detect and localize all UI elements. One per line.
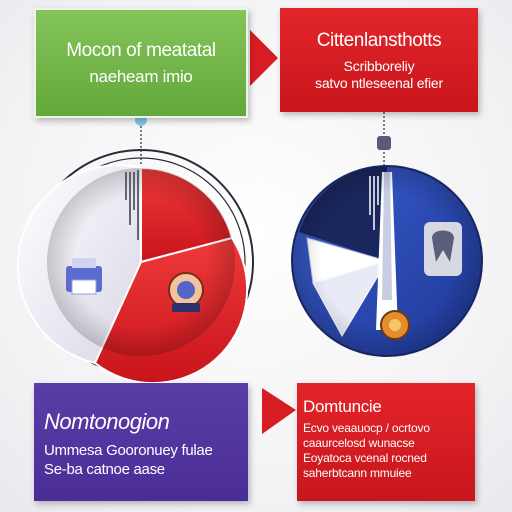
panel-title: Mocon of meatatal [66,40,216,61]
panel-top-left: Mocon of meatatal naeheam imio [34,8,248,118]
panel-text: naeheam imio [89,66,193,86]
printer-icon [66,258,102,295]
panel-text: Ecvo veaauocp / ocrtovo caaurcelosd wuna… [303,420,430,480]
panel-title: Cittenlansthotts [316,30,442,51]
arrow-bottom [262,388,296,434]
panel-bottom-left: Nomtonogion Ummesa Gooronuey fulae Se-ba… [34,383,248,501]
left-pie-slice-red-upper [140,166,234,264]
sun-icon [380,310,410,340]
panel-top-right: Cittenlansthotts Scribboreliy satvo ntle… [280,8,478,112]
panel-text: Scribboreliy satvo ntleseenal efier [315,57,443,92]
right-pie-chart [291,165,483,357]
tooth-icon [424,222,462,276]
right-pie-slice-white [306,237,389,284]
panel-title: Nomtonogion [44,409,170,434]
right-pie-slice-navy [299,166,387,261]
panel-title: Domtuncie [303,397,382,416]
left-pie-slice-white [16,164,142,365]
globe-icon [168,272,204,312]
right-pie-slice-light [312,260,389,338]
connector-left [135,114,147,165]
connector-right [377,112,391,165]
left-pie-chart [16,149,254,385]
left-pie-slice-red-lower [93,236,249,385]
arrow-top [250,30,278,86]
panel-text: Ummesa Gooronuey fulae Se-ba catnoe aase [44,442,213,479]
panel-bottom-right: Domtuncie Ecvo veaauocp / ocrtovo caaurc… [297,383,475,501]
